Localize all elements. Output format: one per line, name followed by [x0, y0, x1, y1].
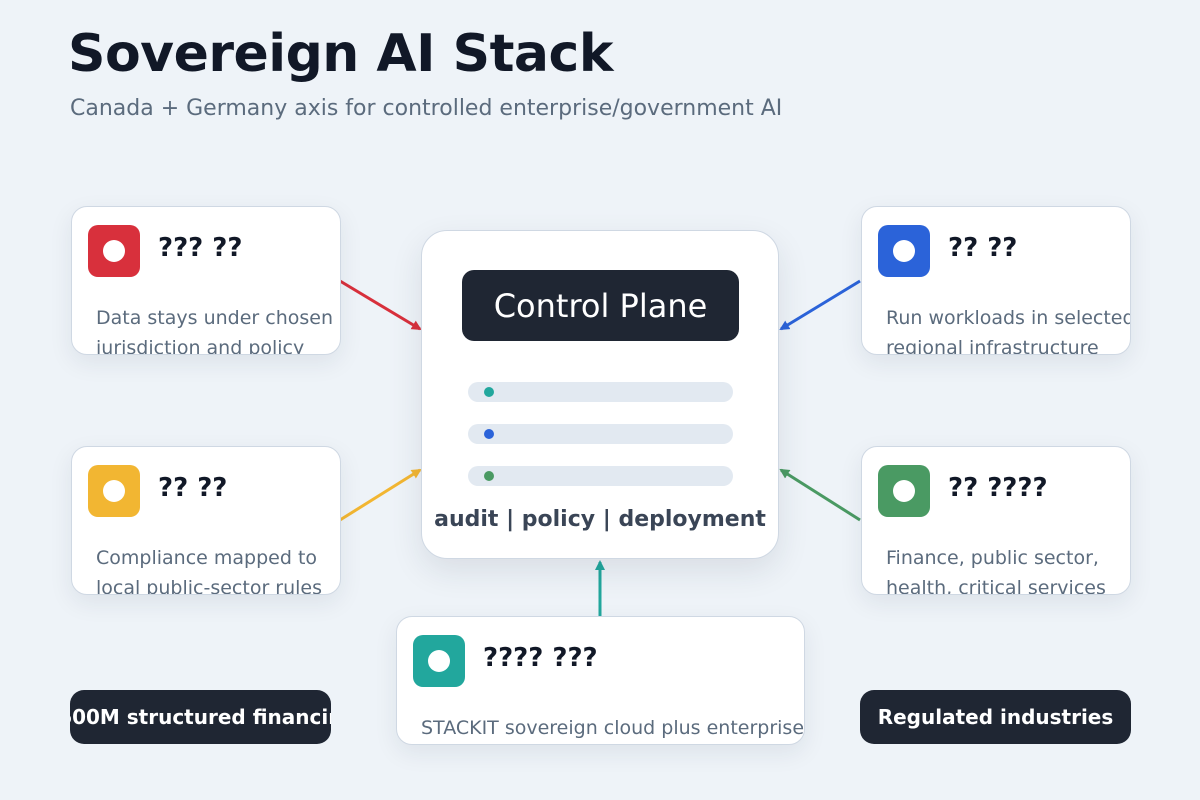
status-dot	[484, 471, 494, 481]
card-description-line: health, critical services	[886, 577, 1106, 595]
card-title: ??? ??	[158, 233, 243, 263]
card-title: ?? ????	[948, 473, 1048, 503]
circle-icon	[88, 225, 140, 277]
arrow-mid-right	[779, 468, 861, 522]
card-title: ?? ??	[948, 233, 1018, 263]
card-title: ???? ???	[483, 643, 598, 673]
status-bar	[468, 466, 733, 486]
pill-label: $600M structured financing	[70, 705, 331, 729]
pill-label: Regulated industries	[877, 705, 1114, 729]
card-description-line: STACKIT sovereign cloud plus enterprise …	[421, 717, 805, 739]
circle-icon	[878, 225, 930, 277]
card-description-line: regional infrastructure	[886, 337, 1099, 355]
arrow-mid-left	[339, 468, 422, 522]
arrow-top-left	[339, 279, 422, 331]
card-description-line: local public-sector rules	[96, 577, 323, 595]
regulated-industries-pill: Regulated industries	[860, 690, 1131, 744]
circle-icon	[878, 465, 930, 517]
status-dot	[484, 429, 494, 439]
arrow-top-right	[779, 279, 861, 331]
card-bottom: ???? ??? STACKIT sovereign cloud plus en…	[396, 616, 805, 745]
status-bar	[468, 424, 733, 444]
control-plane-header: Control Plane	[462, 270, 739, 341]
page-subtitle: Canada + Germany axis for controlled ent…	[70, 96, 783, 121]
card-description: Finance, public sector, health, critical…	[886, 543, 1130, 595]
card-top-right: ?? ?? Run workloads in selected regional…	[861, 206, 1131, 355]
card-description-line: Data stays under chosen	[96, 307, 334, 329]
financing-pill: $600M structured financing	[70, 690, 331, 744]
circle-icon	[413, 635, 465, 687]
control-plane-footer: audit | policy | deployment	[434, 507, 766, 532]
card-top-left: ??? ?? Data stays under chosen jurisdict…	[71, 206, 341, 355]
card-description: Run workloads in selected regional infra…	[886, 303, 1131, 355]
card-description: STACKIT sovereign cloud plus enterprise …	[421, 713, 805, 743]
control-plane-panel: Control Plane audit | policy | deploymen…	[421, 230, 779, 559]
page-title: Sovereign AI Stack	[68, 24, 613, 84]
card-mid-left: ?? ?? Compliance mapped to local public-…	[71, 446, 341, 595]
card-description: Compliance mapped to local public-sector…	[96, 543, 340, 595]
card-description-line: Compliance mapped to	[96, 547, 318, 569]
card-description-line: Run workloads in selected	[886, 307, 1131, 329]
status-dot	[484, 387, 494, 397]
card-description: Data stays under chosen jurisdiction and…	[96, 303, 340, 355]
circle-icon	[88, 465, 140, 517]
status-bar	[468, 382, 733, 402]
card-description-line: jurisdiction and policy	[96, 337, 305, 355]
card-mid-right: ?? ???? Finance, public sector, health, …	[861, 446, 1131, 595]
card-title: ?? ??	[158, 473, 228, 503]
card-description-line: Finance, public sector,	[886, 547, 1099, 569]
